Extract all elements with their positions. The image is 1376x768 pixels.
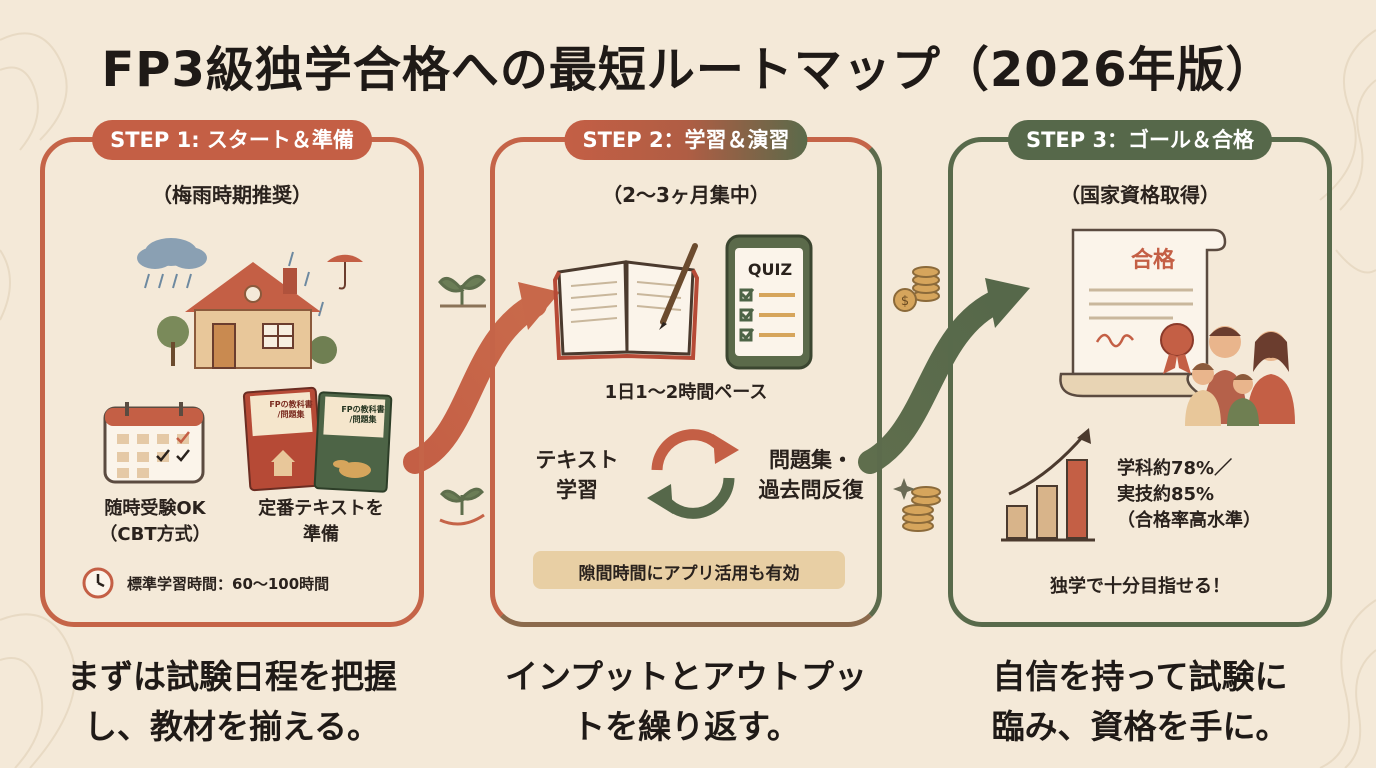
step3-encourage: 独学で十分目指せる！ (1050, 576, 1230, 597)
plant-in-hand-icon (439, 487, 485, 526)
step1-subtitle: （梅雨時期推奨） (152, 183, 312, 207)
step1-caption: まずは試験日程を把握 し、教材を揃える。 (67, 657, 397, 746)
coins-icon (893, 266, 940, 312)
coins-stack-icon (902, 486, 941, 532)
step2-pace: 1日1〜2時間ペース (604, 382, 768, 403)
calendar-icon (103, 402, 205, 484)
step1-item-textbook: 定番テキストを 準備 (258, 498, 384, 545)
step2-label: STEP 2：学習＆演習 (564, 120, 808, 160)
pass-rate-text: 学科約78%／ 実技約85% （合格率高水準） (1117, 458, 1261, 531)
tip-text: 隙間時間にアプリ活用も有効 (578, 564, 800, 584)
dollar-icon: $ (901, 294, 909, 309)
sparkle-icon (893, 478, 915, 500)
rainy-house-icon (137, 238, 363, 369)
step1-item-exam: 随時受験OK （CBT方式） (99, 498, 211, 545)
page-title: FP3級独学合格への最短ルートマップ（2026年版） (101, 42, 1275, 98)
step1-label: STEP 1: スタート＆準備 (92, 120, 372, 160)
quiz-label: QUIZ (747, 260, 793, 279)
step2-caption: インプットとアウトプッ トを繰り返す。 (504, 657, 867, 746)
growth-bar-chart-icon (1001, 428, 1095, 542)
textbooks-icon (242, 386, 393, 493)
step3-label: STEP 3：ゴール＆合格 (1007, 120, 1273, 160)
step3-card: STEP 3：ゴール＆合格 （国家資格取得） 合格 学科約78%／ 実技約85%… (948, 120, 1332, 627)
step2-subtitle: （2〜3ヶ月集中） (602, 183, 770, 207)
cycle-arrows-icon (647, 429, 739, 519)
tip-box: 隙間時間にアプリ活用も有効 (533, 551, 845, 589)
open-notebook-icon (552, 243, 700, 361)
sprout-icon (438, 274, 486, 308)
book1-cover-text: FPの教科書 /問題集 (269, 400, 313, 419)
book2-cover-text: FPの教科書 /問題集 (341, 405, 385, 424)
clock-icon (82, 567, 114, 599)
certificate-icon (1059, 228, 1227, 398)
umbrella-icon (327, 254, 363, 290)
step1-study-time: 標準学習時間：60〜100時間 (127, 575, 330, 593)
step2-card: STEP 2：学習＆演習 （2〜3ヶ月集中） QUIZ 1日1〜2時間ペース テ… (490, 120, 882, 627)
step3-caption: 自信を持って試験に 臨み、資格を手に。 (991, 657, 1289, 746)
step3-subtitle: （国家資格取得） (1060, 183, 1220, 207)
cycle-text-study: テキスト 学習 (535, 448, 619, 502)
certificate-pass-text: 合格 (1130, 248, 1175, 273)
step1-card: STEP 1: スタート＆準備 （梅雨時期推奨） (40, 120, 424, 627)
family-icon (1185, 326, 1295, 426)
cycle-problem-review: 問題集・ 過去問反復 (758, 448, 864, 502)
smartphone-quiz-icon (725, 234, 813, 370)
